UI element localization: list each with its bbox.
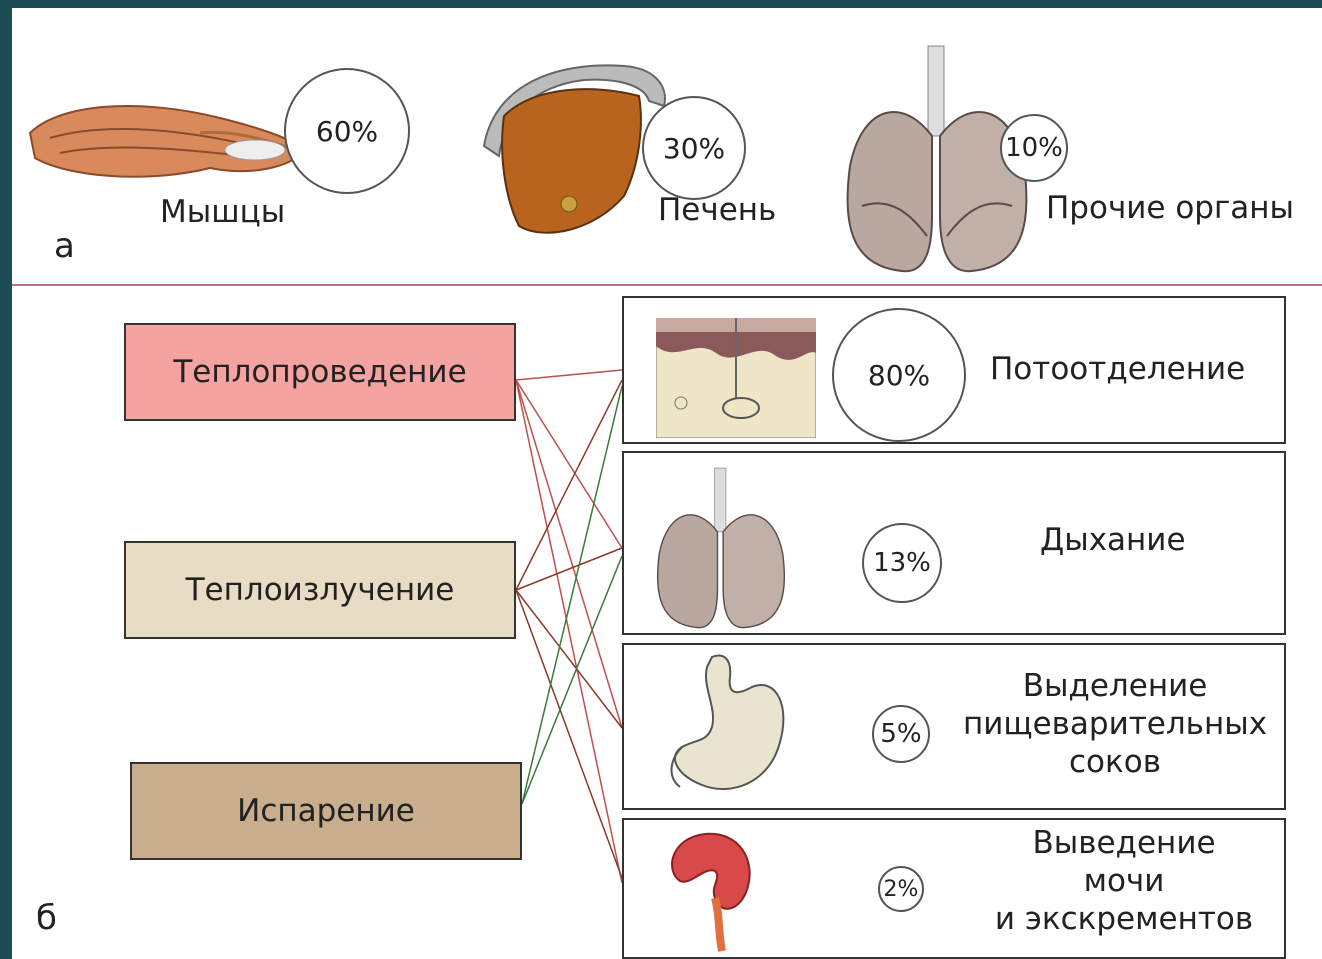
sweating-label: Потоотделение bbox=[990, 350, 1245, 388]
method-conduction-label: Теплопроведение bbox=[173, 354, 466, 390]
diagram-panel: а 60% Мышцы 30% Печень 10% Прочие органы… bbox=[12, 8, 1322, 959]
method-radiation-label: Теплоизлучение bbox=[186, 572, 455, 608]
method-conduction: Теплопроведение bbox=[124, 323, 516, 421]
digestive-percent: 5% bbox=[872, 705, 930, 763]
route-excretion: 2% Выведение мочи и экскрементов bbox=[622, 818, 1286, 959]
excretion-label-line: мочи bbox=[974, 862, 1274, 900]
method-evaporation-label: Испарение bbox=[237, 793, 415, 829]
route-sweating: 80% Потоотделение bbox=[622, 296, 1286, 444]
excretion-percent: 2% bbox=[878, 866, 924, 912]
digestive-label-line: пищеварительных bbox=[950, 705, 1280, 743]
excretion-label: Выведение мочи и экскрементов bbox=[974, 824, 1274, 938]
connector-line bbox=[516, 380, 622, 590]
kidney-icon bbox=[660, 826, 760, 956]
route-breathing: 13% Дыхание bbox=[622, 451, 1286, 635]
digestive-label-line: Выделение bbox=[950, 667, 1280, 705]
method-evaporation: Испарение bbox=[130, 762, 522, 860]
excretion-label-line: Выведение bbox=[974, 824, 1274, 862]
excretion-label-line: и экскрементов bbox=[974, 900, 1274, 938]
sweating-percent: 80% bbox=[832, 308, 966, 442]
connector-line bbox=[516, 380, 622, 548]
route-digestive: 5% Выделение пищеварительных соков bbox=[622, 643, 1286, 810]
lungs-icon bbox=[646, 461, 796, 631]
breathing-percent: 13% bbox=[862, 523, 942, 603]
skin-section-icon bbox=[656, 318, 816, 438]
digestive-label: Выделение пищеварительных соков bbox=[950, 667, 1280, 781]
digestive-label-line: соков bbox=[950, 743, 1280, 781]
connector-line bbox=[516, 370, 622, 380]
method-radiation: Теплоизлучение bbox=[124, 541, 516, 639]
breathing-label: Дыхание bbox=[1040, 521, 1186, 559]
stomach-icon bbox=[652, 647, 792, 807]
